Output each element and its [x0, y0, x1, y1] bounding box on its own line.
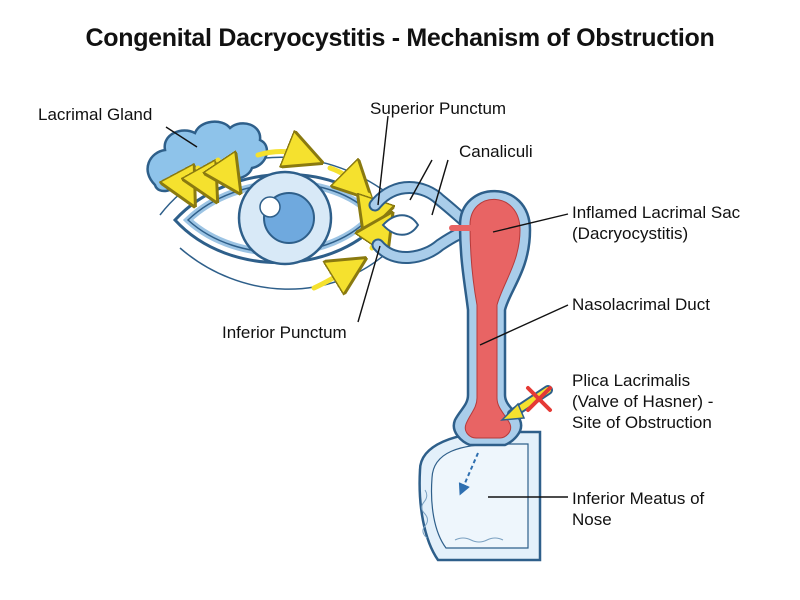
obstruction-marker	[500, 385, 553, 421]
lacrimal-sac-and-duct	[449, 190, 532, 447]
inferior-meatus	[418, 430, 542, 562]
label-superior-punctum: Superior Punctum	[370, 99, 507, 118]
label-lacrimal-gland: Lacrimal Gland	[38, 105, 153, 124]
leader-superior-punctum	[377, 115, 389, 206]
inflamed-lacrimal-sac	[464, 198, 521, 439]
leader-canaliculi-2	[431, 159, 449, 216]
canaliculi	[368, 181, 477, 264]
label-canaliculi: Canaliculi	[459, 142, 533, 161]
leader-lines	[165, 115, 569, 498]
diagram-title: Congenital Dacryocystitis - Mechanism of…	[85, 24, 715, 52]
leader-inflamed-sac	[492, 213, 569, 233]
label-plica-line2: (Valve of Hasner) -	[572, 392, 714, 411]
leader-nasolacrimal-duct	[479, 304, 569, 346]
label-inflamed-sac-line1: Inflamed Lacrimal Sac	[572, 203, 741, 222]
label-inflamed-sac-line2: (Dacryocystitis)	[572, 224, 689, 243]
punctum-loop	[381, 214, 420, 236]
leader-lacrimal-gland	[165, 126, 198, 148]
label-inferior-meatus-line1: Inferior Meatus of	[572, 489, 705, 508]
obstruction-x-icon	[526, 386, 552, 412]
label-plica-line1: Plica Lacrimalis	[572, 371, 691, 390]
leader-inferior-punctum	[357, 245, 381, 323]
label-plica-line3: Site of Obstruction	[572, 413, 712, 432]
leader-canaliculi-1	[409, 159, 433, 201]
eye-highlight	[259, 196, 281, 218]
label-plica-lacrimalis: Plica Lacrimalis (Valve of Hasner) - Sit…	[572, 370, 713, 433]
label-inflamed-lacrimal-sac: Inflamed Lacrimal Sac (Dacryocystitis)	[572, 202, 740, 244]
label-inferior-meatus: Inferior Meatus of Nose	[572, 488, 704, 530]
label-nasolacrimal-duct: Nasolacrimal Duct	[572, 295, 710, 314]
label-inferior-punctum: Inferior Punctum	[222, 323, 347, 342]
label-inferior-meatus-line2: Nose	[572, 510, 612, 529]
